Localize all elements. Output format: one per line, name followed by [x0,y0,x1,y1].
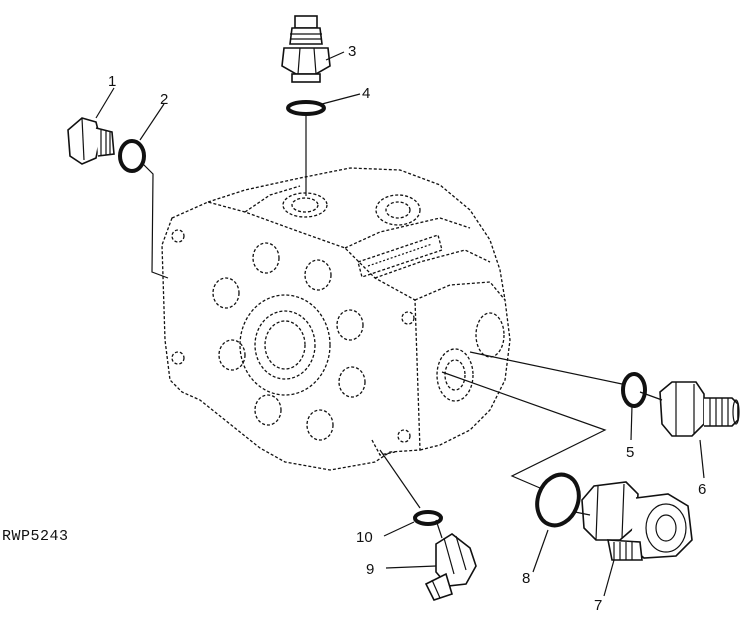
callout-1: 1 [108,73,116,90]
callout-8: 8 [522,570,530,587]
part-6-straight-fitting [659,381,740,437]
part-10-o-ring [413,510,443,526]
callout-6: 6 [698,481,706,498]
part-7-elbow-fitting [581,481,693,561]
assembly-lines [142,116,663,539]
callout-7: 7 [594,597,602,612]
part-5-o-ring [621,372,647,408]
callout-10: 10 [356,529,373,546]
callout-leaders [95,51,705,597]
callout-5: 5 [626,444,634,461]
part-8-o-ring [535,472,581,528]
part-1-plug [67,117,115,165]
part-4-o-ring [286,100,326,116]
callout-2: 2 [160,91,168,108]
callout-4: 4 [362,85,370,102]
part-3-fitting [281,15,331,83]
pump-housing [161,167,511,471]
callout-3: 3 [348,43,356,60]
callout-labels: 1 2 3 4 5 6 7 8 9 10 [108,43,706,614]
callout-9: 9 [366,561,374,578]
figure-code: RWP5243 [2,528,69,545]
part-9-small-elbow-fitting [424,533,477,601]
part-2-o-ring [118,139,146,173]
